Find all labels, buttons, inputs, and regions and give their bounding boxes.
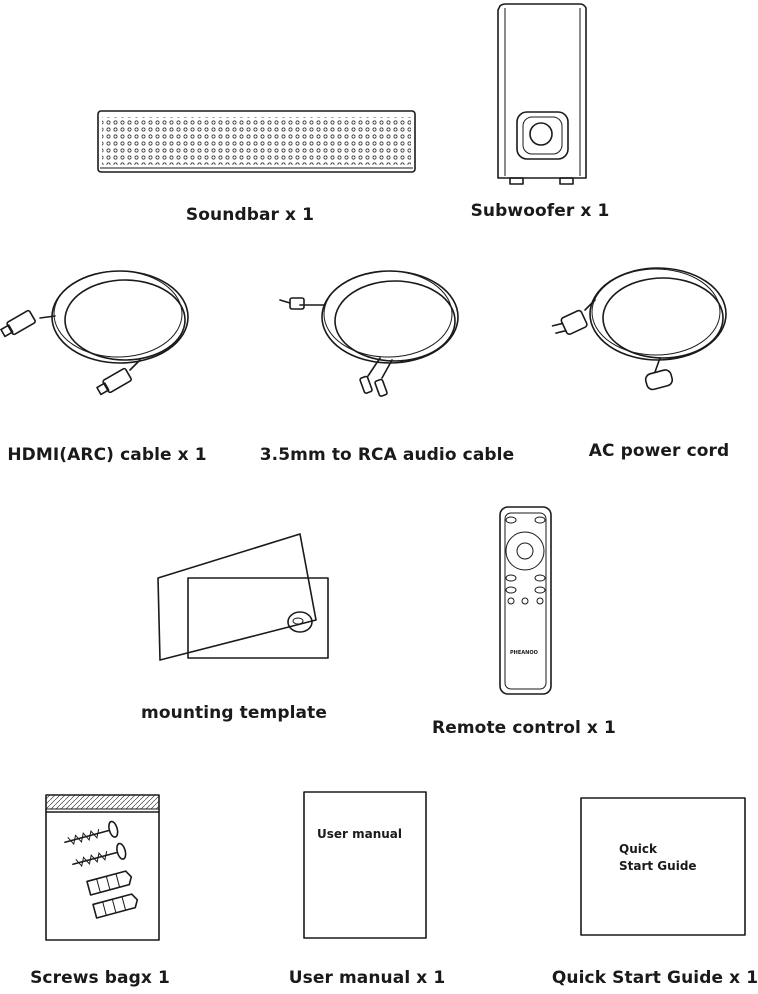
quick-start-guide-label: Quick Start Guide x 1 — [551, 968, 758, 988]
user-manual-cover-text: User manual — [317, 827, 403, 841]
remote-control-label: Remote control x 1 — [432, 718, 616, 738]
user-manual-label: User manual x 1 — [288, 968, 446, 988]
quick-start-cover-line2: Start Guide — [619, 859, 697, 873]
remote-brand-text: PHEANOO — [510, 650, 538, 656]
rca-cable-label: 3.5mm to RCA audio cable — [259, 445, 515, 465]
subwoofer-label: Subwoofer x 1 — [470, 201, 610, 221]
hdmi-cable-label: HDMI(ARC) cable x 1 — [7, 445, 207, 465]
power-cord-label: AC power cord — [588, 441, 730, 461]
mounting-template-label: mounting template — [141, 703, 327, 723]
soundbar-label: Soundbar x 1 — [185, 205, 315, 225]
screws-bag-label: Screws bagx 1 — [30, 968, 170, 988]
quick-start-cover-line1: Quick — [619, 842, 657, 856]
